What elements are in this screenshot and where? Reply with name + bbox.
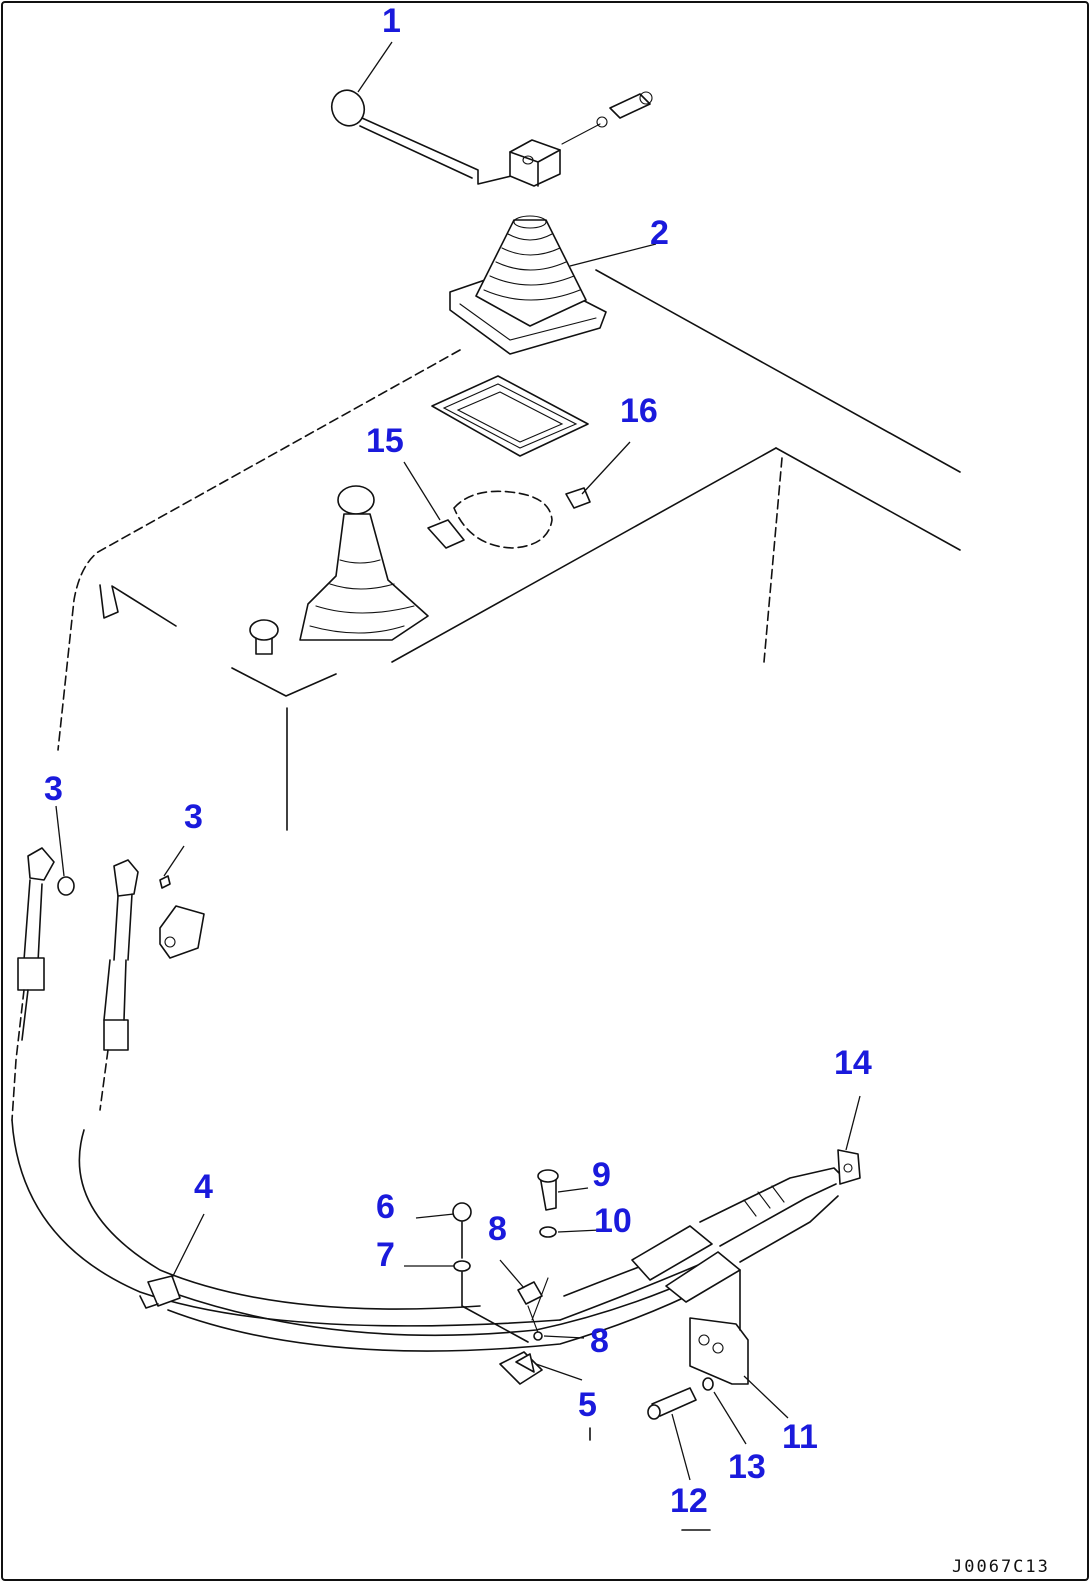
callout-14: 14 <box>834 1044 872 1082</box>
gasket-plate <box>431 375 589 457</box>
callout-7: 7 <box>376 1236 395 1274</box>
reference-code: J0067C13 <box>952 1557 1050 1577</box>
gear-lever <box>330 89 653 187</box>
callout-16: 16 <box>620 392 658 430</box>
console-body <box>57 269 961 831</box>
cable-ends <box>27 847 205 959</box>
callout-1: 1 <box>382 2 401 40</box>
callout-8-upper: 8 <box>488 1210 507 1248</box>
cable-clamp <box>139 1275 181 1309</box>
clamp-hardware <box>452 1169 559 1385</box>
callout-4: 4 <box>194 1168 213 1206</box>
callout-2: 2 <box>650 214 669 252</box>
callout-6: 6 <box>376 1188 395 1226</box>
leader-lines <box>55 41 861 1481</box>
gasket-ring <box>427 487 591 549</box>
shift-boot <box>449 215 607 355</box>
callouts: 1 2 3 3 4 5 6 7 8 8 9 10 11 12 13 14 15 … <box>44 2 872 1520</box>
callout-3-right: 3 <box>184 798 203 836</box>
bracket-hardware <box>589 1149 861 1531</box>
callout-8-lower: 8 <box>590 1322 609 1360</box>
callout-12: 12 <box>670 1482 708 1520</box>
callout-13: 13 <box>728 1448 766 1486</box>
callout-15: 15 <box>366 422 404 460</box>
callout-5: 5 <box>578 1386 597 1424</box>
lever-2 <box>249 485 429 655</box>
callout-3-left: 3 <box>44 770 63 808</box>
callout-10: 10 <box>594 1202 632 1240</box>
control-cables <box>11 879 847 1352</box>
callout-9: 9 <box>592 1156 611 1194</box>
callout-11: 11 <box>782 1418 818 1456</box>
